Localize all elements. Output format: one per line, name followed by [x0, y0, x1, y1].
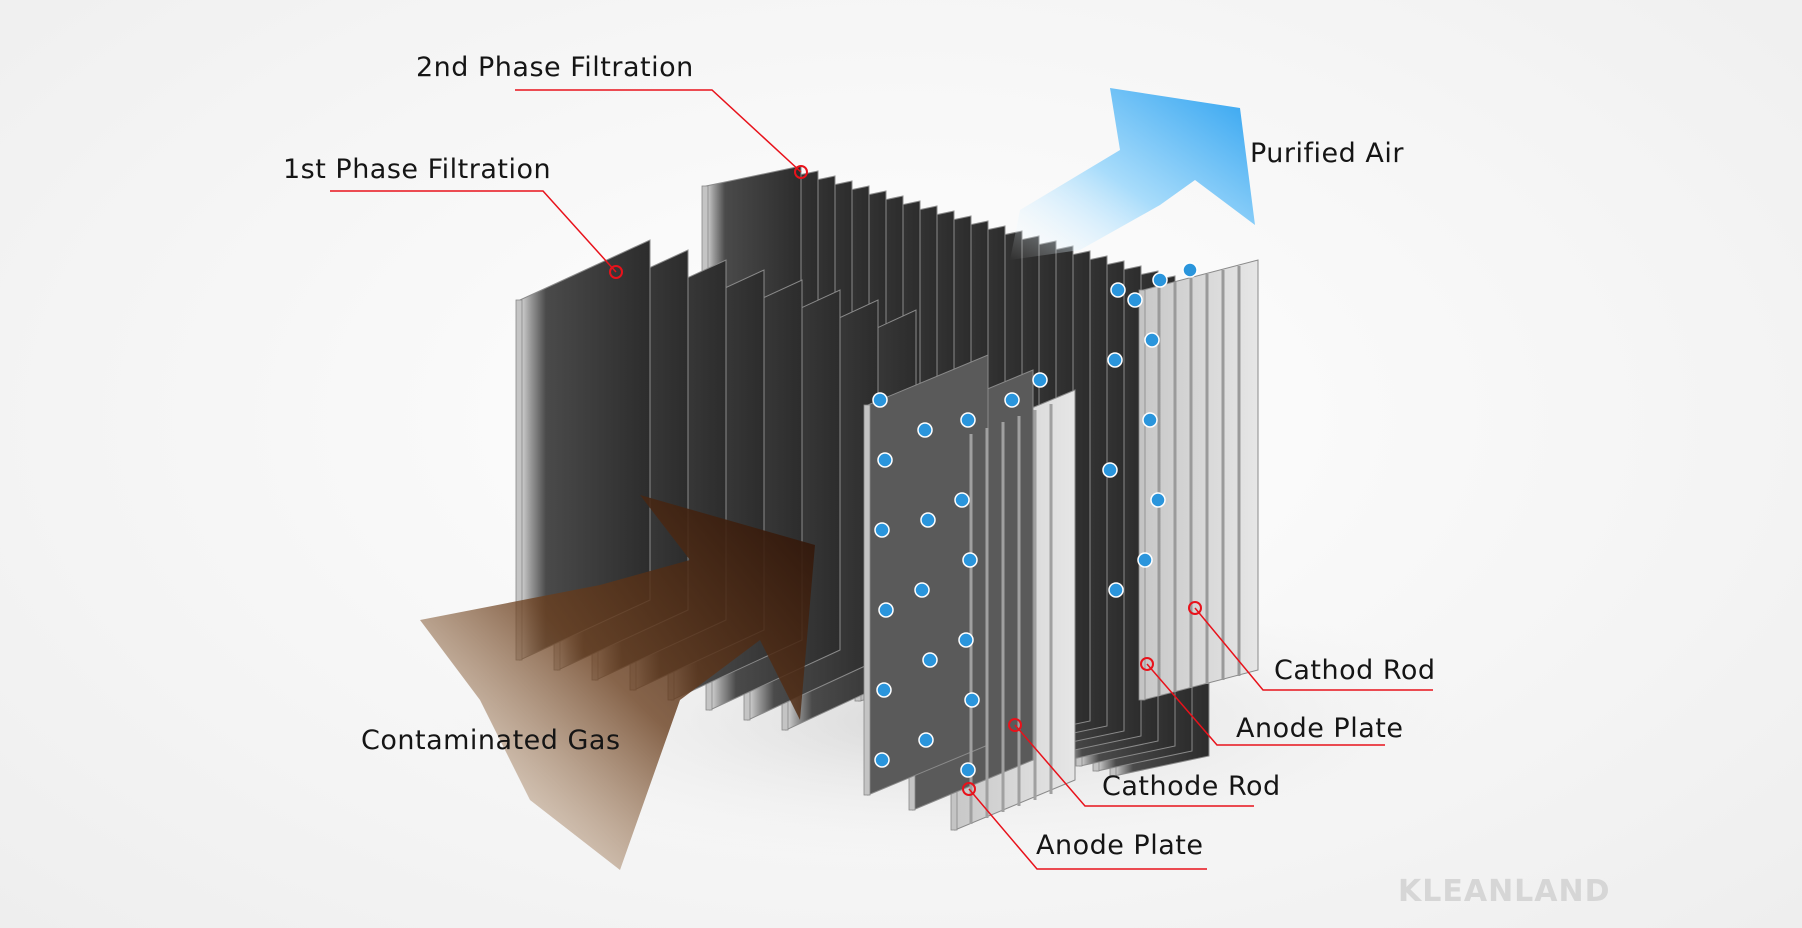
leader-anchor-circle	[1188, 601, 1202, 615]
label-second-phase-filtration: 2nd Phase Filtration	[416, 52, 694, 83]
contaminated-gas-arrow	[420, 495, 815, 870]
ion-particle-icon	[1152, 272, 1168, 288]
ion-particle-icon	[876, 682, 892, 698]
ion-particle-icon	[1004, 392, 1020, 408]
ion-particle-icon	[874, 522, 890, 538]
ion-particle-icon	[918, 732, 934, 748]
leader-anchor-circle	[962, 782, 976, 796]
ion-particle-icon	[1144, 332, 1160, 348]
leader-anchor-circle	[1140, 657, 1154, 671]
leader-line	[515, 89, 802, 173]
leader-line	[330, 190, 617, 273]
ion-particle-icon	[1137, 552, 1153, 568]
ion-particle-icon	[874, 752, 890, 768]
ion-particle-icon	[1150, 492, 1166, 508]
label-contaminated-gas: Contaminated Gas	[361, 725, 621, 756]
ion-particle-icon	[920, 512, 936, 528]
ion-particle-icon	[1182, 262, 1198, 278]
ion-particle-icon	[917, 422, 933, 438]
label-purified-air: Purified Air	[1250, 138, 1404, 169]
kleanland-logo-watermark: KLEANLAND	[1398, 874, 1611, 909]
label-anode-plate-front: Anode Plate	[1036, 830, 1204, 861]
ion-particle-icon	[954, 492, 970, 508]
ion-particle-icon	[960, 412, 976, 428]
ion-particle-icon	[878, 602, 894, 618]
ion-particle-icon	[962, 552, 978, 568]
charged-particles	[872, 262, 1198, 778]
leader-line	[1014, 724, 1254, 807]
label-cathod-rod: Cathod Rod	[1274, 655, 1436, 686]
leader-anchor-circle	[609, 265, 623, 279]
purified-air-arrow	[1010, 88, 1255, 260]
ion-particle-icon	[914, 582, 930, 598]
leader-lines	[330, 89, 1433, 870]
cathode-rod-frame-right-frame	[1138, 289, 1146, 701]
anode-plate-frame	[863, 404, 871, 796]
ion-particle-icon	[922, 652, 938, 668]
ion-particle-icon	[1108, 582, 1124, 598]
ion-particle-icon	[872, 392, 888, 408]
label-cathode-rod: Cathode Rod	[1102, 771, 1281, 802]
leader-anchor-circle	[1008, 718, 1022, 732]
ion-particle-icon	[1107, 352, 1123, 368]
leader-line	[1194, 607, 1433, 691]
ion-particle-icon	[877, 452, 893, 468]
ion-particle-icon	[1110, 282, 1126, 298]
leader-line	[1146, 663, 1385, 746]
ion-particle-icon	[958, 632, 974, 648]
label-anode-plate-right: Anode Plate	[1236, 713, 1404, 744]
ion-particle-icon	[964, 692, 980, 708]
label-first-phase-filtration: 1st Phase Filtration	[283, 154, 552, 185]
ion-particle-icon	[1127, 292, 1143, 308]
ion-particle-icon	[1032, 372, 1048, 388]
ion-particle-icon	[1142, 412, 1158, 428]
leader-line	[968, 788, 1207, 870]
ion-particle-icon	[960, 762, 976, 778]
leader-anchor-circle	[794, 165, 808, 179]
ion-particle-icon	[1102, 462, 1118, 478]
